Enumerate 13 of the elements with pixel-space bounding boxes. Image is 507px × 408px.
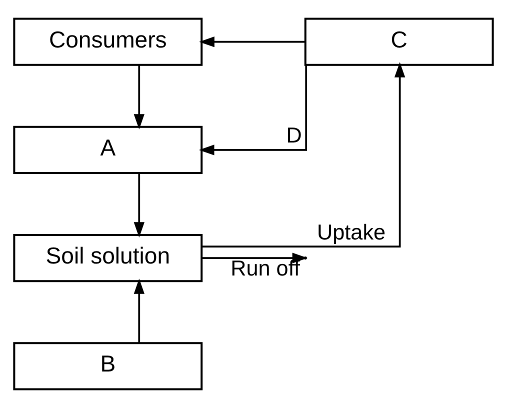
node-box: Consumers (13, 18, 203, 66)
arrow (199, 36, 306, 48)
arrow (202, 62, 406, 248)
edge-label: Uptake (317, 219, 386, 244)
node-box: A (13, 126, 203, 174)
node-box: Soil solution (13, 234, 203, 282)
arrow (198, 65, 308, 156)
arrow (134, 65, 144, 130)
arrow (134, 173, 144, 238)
node-box: C (304, 18, 494, 66)
arrow (134, 278, 144, 343)
edge-label: D (286, 122, 302, 148)
node-box: B (13, 342, 203, 390)
